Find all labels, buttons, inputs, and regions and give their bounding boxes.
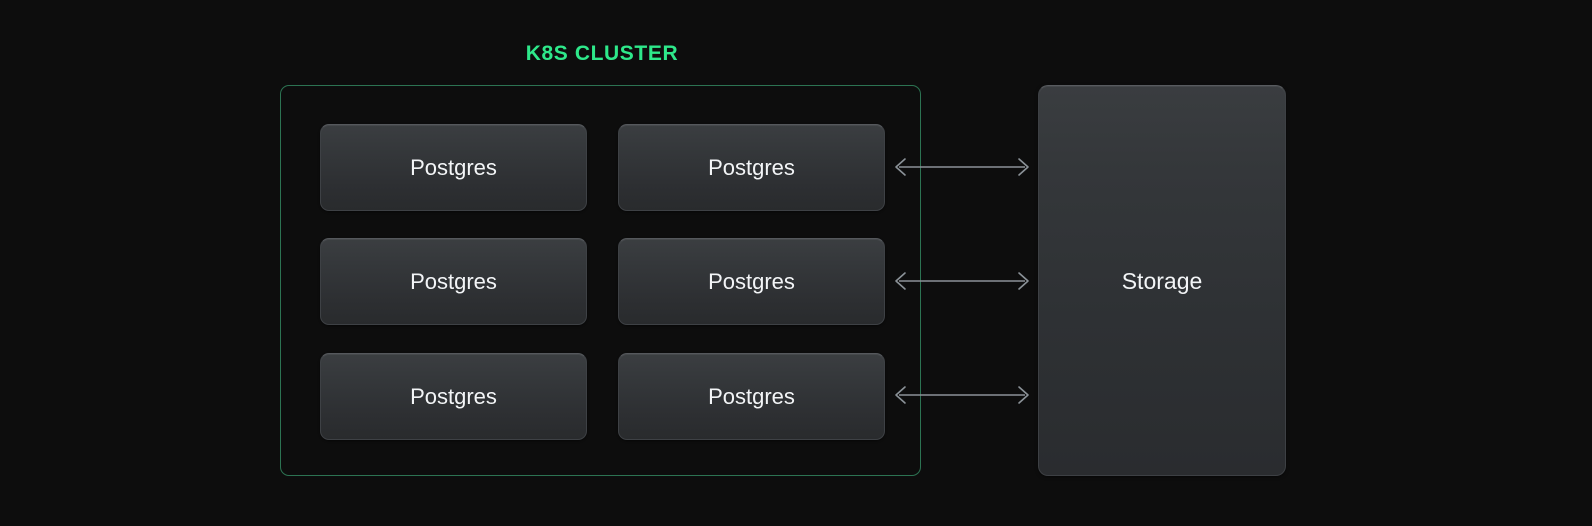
postgres-node-label: Postgres — [410, 154, 497, 180]
postgres-node-label: Postgres — [708, 268, 795, 294]
postgres-node-label: Postgres — [708, 154, 795, 180]
storage-node[interactable]: Storage — [1038, 85, 1286, 476]
bidirectional-arrow-icon — [895, 158, 1029, 176]
postgres-node[interactable]: Postgres — [618, 124, 885, 211]
postgres-node[interactable]: Postgres — [320, 353, 587, 440]
postgres-node[interactable]: Postgres — [618, 238, 885, 325]
bidirectional-arrow-icon — [895, 272, 1029, 290]
postgres-node[interactable]: Postgres — [320, 238, 587, 325]
postgres-node-label: Postgres — [410, 268, 497, 294]
bidirectional-arrow-icon — [895, 386, 1029, 404]
postgres-node-label: Postgres — [410, 383, 497, 409]
postgres-node-label: Postgres — [708, 383, 795, 409]
cluster-title: K8S CLUSTER — [525, 42, 679, 65]
postgres-node[interactable]: Postgres — [320, 124, 587, 211]
storage-node-label: Storage — [1121, 267, 1203, 294]
postgres-node[interactable]: Postgres — [618, 353, 885, 440]
